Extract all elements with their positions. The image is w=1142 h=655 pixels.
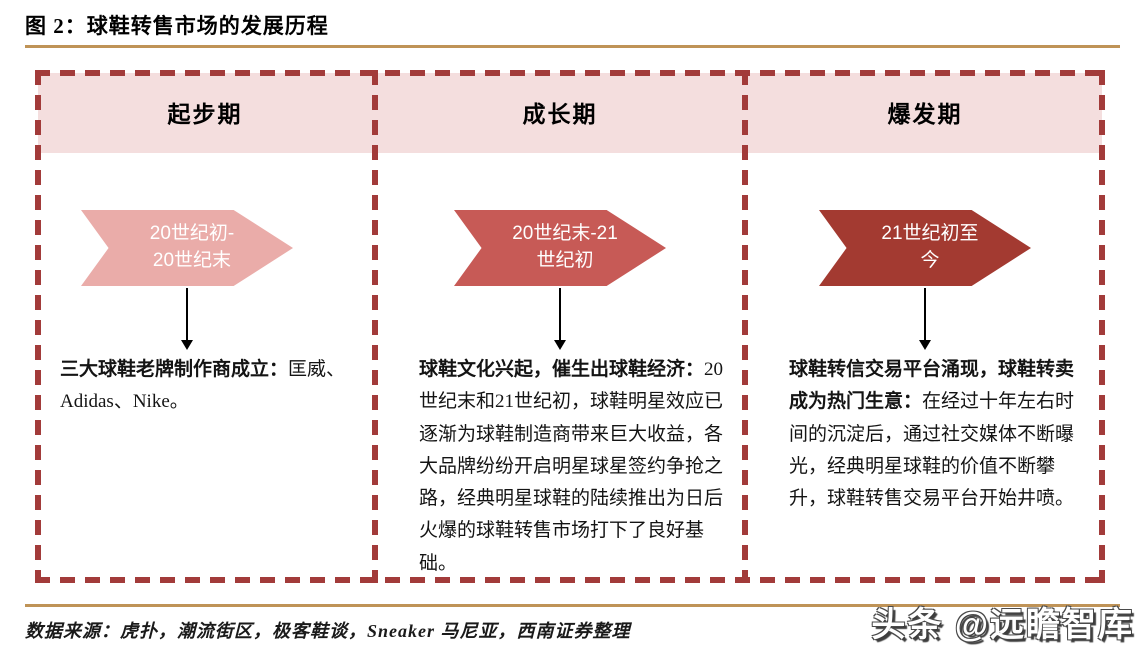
arrow-head — [554, 340, 566, 350]
development-stages-diagram: 起步期 20世纪初- 20世纪末 三大球鞋老牌制作商成立：匡威、Adidas、N… — [35, 70, 1105, 583]
stage-column-growth: 成长期 20世纪末-21 世纪初 球鞋文化兴起，催生出球鞋经济：20世纪末和21… — [375, 70, 745, 583]
stage-description-lead: 球鞋文化兴起，催生出球鞋经济： — [419, 359, 705, 380]
arrow-head — [919, 340, 931, 350]
diagram-border-bottom — [35, 577, 1105, 583]
stage-header-label: 成长期 — [522, 102, 598, 127]
stage-description-body: 匡威、Adidas、Nike。 — [60, 359, 346, 413]
period-label-line1: 20世纪初- — [149, 223, 235, 245]
chevron-arrow-icon: 21世纪初至 今 — [819, 210, 1031, 286]
stage-columns: 起步期 20世纪初- 20世纪末 三大球鞋老牌制作商成立：匡威、Adidas、N… — [35, 70, 1105, 583]
period-label-line1: 21世纪初至 — [881, 223, 979, 245]
down-arrow-icon — [919, 288, 931, 350]
figure-title: 图 2：球鞋转售市场的发展历程 — [25, 14, 329, 38]
stage-description-body: 在经过十年左右时间的沉淀后，通过社交媒体不断曝光，经典明星球鞋的价值不断攀升，球… — [789, 391, 1075, 510]
column-divider-1 — [372, 70, 378, 583]
footer-divider-rule — [25, 604, 1120, 607]
stage-description: 球鞋文化兴起，催生出球鞋经济：20世纪末和21世纪初，球鞋明星效应已逐渐为球鞋制… — [419, 354, 733, 580]
stage-header-label: 爆发期 — [887, 102, 963, 127]
arrow-shaft — [559, 288, 561, 340]
chevron-arrow-icon: 20世纪初- 20世纪末 — [81, 210, 293, 286]
arrow-head — [181, 340, 193, 350]
diagram-border-top — [35, 70, 1105, 76]
stage-column-explosion: 爆发期 21世纪初至 今 球鞋转信交易平台涌现，球鞋转卖成为热门生意：在经过十年… — [745, 70, 1105, 583]
stage-header-label: 起步期 — [167, 102, 243, 127]
period-label-line2: 20世纪末 — [152, 250, 232, 271]
arrow-shaft — [186, 288, 188, 340]
stage-description-body: 20世纪末和21世纪初，球鞋明星效应已逐渐为球鞋制造商带来巨大收益，各大品牌纷纷… — [419, 359, 724, 574]
stage-description-lead: 球鞋转信交易平台涌现，球鞋转卖成为热门生意： — [789, 359, 1075, 413]
toutiao-watermark: 头条 @远瞻智库 — [871, 606, 1134, 644]
chevron-arrow-icon: 20世纪末-21 世纪初 — [454, 210, 666, 286]
diagram-border-right — [1099, 70, 1105, 583]
stage-header-band — [38, 73, 1102, 153]
title-divider-rule — [25, 45, 1120, 48]
diagram-border-left — [35, 70, 41, 583]
down-arrow-icon — [554, 288, 566, 350]
stage-description-lead: 三大球鞋老牌制作商成立： — [60, 359, 289, 380]
down-arrow-icon — [181, 288, 193, 350]
arrow-shaft — [924, 288, 926, 340]
stage-column-startup: 起步期 20世纪初- 20世纪末 三大球鞋老牌制作商成立：匡威、Adidas、N… — [35, 70, 375, 583]
column-divider-2 — [742, 70, 748, 583]
period-label-line2: 今 — [920, 250, 940, 271]
data-source-note: 数据来源：虎扑，潮流街区，极客鞋谈，Sneaker 马尼亚，西南证券整理 — [25, 621, 631, 641]
period-label-line2: 世纪初 — [536, 250, 594, 271]
period-label-line1: 20世纪末-21 — [512, 223, 618, 245]
stage-description: 三大球鞋老牌制作商成立：匡威、Adidas、Nike。 — [60, 354, 359, 419]
stage-description: 球鞋转信交易平台涌现，球鞋转卖成为热门生意：在经过十年左右时间的沉淀后，通过社交… — [789, 354, 1089, 515]
